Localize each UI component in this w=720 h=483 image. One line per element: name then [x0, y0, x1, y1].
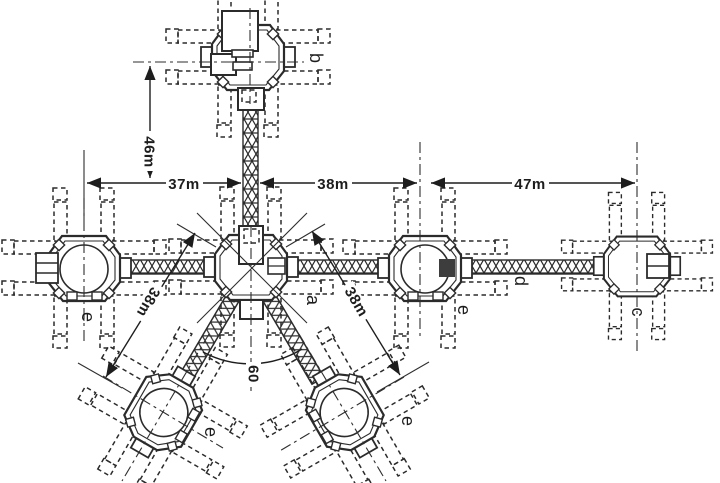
- docking-block: [439, 259, 455, 277]
- module-b: [164, 0, 332, 139]
- module-e-bottom-right: [235, 301, 456, 483]
- module-label-a: a: [303, 295, 323, 306]
- module-label-e-left: e: [78, 312, 98, 322]
- module-e-right: [343, 188, 507, 348]
- module-e-bottom-left: [53, 301, 274, 483]
- dim-label-38m: 38m: [317, 176, 349, 193]
- module-label-e-right: e: [454, 305, 474, 315]
- truss-a-to-eright: [294, 259, 384, 275]
- extension-lines: [77, 150, 430, 393]
- truss-label-d: d: [511, 276, 531, 286]
- dimension-text-backgrounds: [131, 131, 549, 387]
- truss-a-to-ebr: [262, 293, 325, 386]
- angle-label-60: 60: [245, 365, 262, 383]
- module-label-c: c: [628, 308, 648, 317]
- truss-eleft-to-a: [125, 259, 211, 275]
- truss-b-to-a: [242, 103, 259, 229]
- truss-d: [468, 259, 598, 275]
- module-label-b: b: [306, 53, 326, 63]
- module-e-left: [2, 188, 166, 348]
- truss-structures: [125, 103, 598, 386]
- module-label-e-bottom-right: e: [398, 416, 418, 426]
- dim-label-37m: 37m: [168, 176, 200, 193]
- module-c: [560, 191, 714, 341]
- module-label-e-bottom-left: e: [201, 427, 221, 437]
- angle-arc-60: [202, 348, 303, 365]
- dim-label-46m: 46m: [141, 136, 158, 168]
- dimension-lines: [87, 66, 635, 378]
- dim-label-47m: 47m: [514, 176, 546, 193]
